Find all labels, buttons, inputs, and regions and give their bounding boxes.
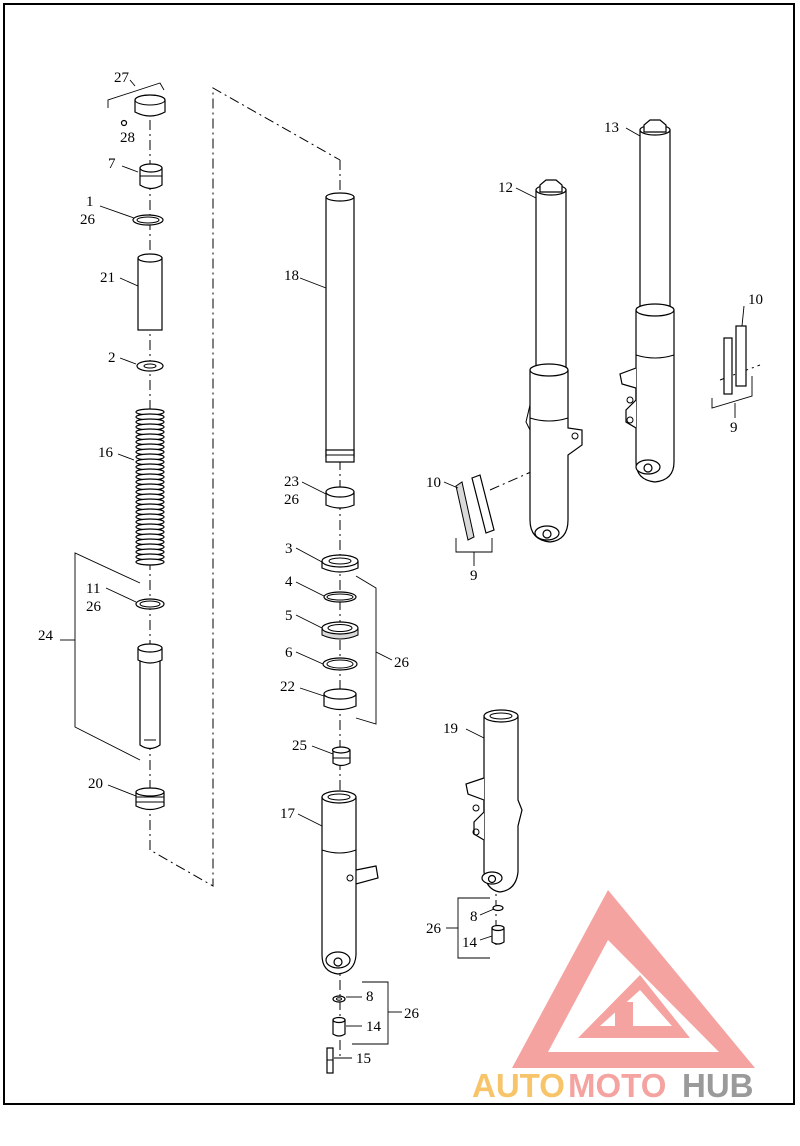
label-2: 2	[108, 350, 116, 366]
part-22-bushing	[323, 688, 357, 711]
part-23-bushing	[325, 486, 355, 509]
watermark-logo	[512, 890, 755, 1068]
label-10-a: 10	[426, 475, 441, 491]
label-27: 27	[114, 70, 130, 86]
label-19: 19	[443, 721, 458, 737]
part-21-spacer-tube	[137, 253, 163, 331]
label-16: 16	[98, 445, 114, 461]
label-3: 3	[285, 541, 293, 557]
label-5: 5	[285, 608, 293, 624]
part-16-fork-spring	[135, 408, 165, 566]
part-19-fork-slider	[465, 709, 523, 893]
label-23: 23	[284, 474, 299, 490]
label-11: 11	[86, 581, 100, 597]
label-24: 24	[38, 628, 54, 644]
part-27-fork-cap	[134, 94, 166, 117]
label-8-b: 8	[470, 909, 478, 925]
part-labels: 27 28 7 1 26 21 2 16 11 26 24 20 18 23 2…	[38, 70, 763, 1067]
label-7: 7	[108, 156, 116, 172]
label-28: 28	[120, 130, 135, 146]
part-13-fork-assembly-right	[619, 119, 675, 483]
label-10-b: 10	[748, 292, 763, 308]
part-14-bolt	[332, 1016, 346, 1037]
label-26-f: 26	[426, 921, 442, 937]
label-1: 1	[86, 194, 94, 210]
label-25: 25	[292, 738, 307, 754]
part-12-fork-assembly-left	[525, 179, 583, 543]
part-6-washer	[322, 657, 358, 671]
label-14-a: 14	[366, 1019, 382, 1035]
diagram-frame	[3, 3, 795, 1105]
label-26-a: 26	[80, 212, 96, 228]
spring-coil	[135, 558, 165, 566]
part-7-nut	[139, 163, 163, 190]
label-9-a: 9	[470, 568, 478, 584]
part-24-damper-rod	[137, 643, 163, 750]
part-3-dust-seal	[321, 554, 359, 573]
label-26-e: 26	[404, 1006, 420, 1022]
label-17: 17	[280, 806, 296, 822]
part-10-reflector-right	[723, 325, 747, 395]
part-2-washer	[136, 360, 164, 372]
label-6: 6	[285, 645, 293, 661]
label-20: 20	[88, 776, 103, 792]
label-12: 12	[498, 180, 513, 196]
part-20-rebound-spring	[135, 787, 165, 811]
leader-lines	[99, 79, 745, 1059]
part-1-retaining-ring	[132, 214, 164, 226]
label-26-d: 26	[394, 655, 410, 671]
label-22: 22	[280, 679, 295, 695]
part-4-retaining-ring	[323, 591, 357, 603]
watermark-text-auto: AUTO	[472, 1067, 565, 1104]
part-10-reflector-left	[455, 474, 495, 541]
label-4: 4	[285, 574, 293, 590]
part-15-screw	[326, 1047, 334, 1074]
watermark-text-moto: MOTO	[568, 1067, 666, 1104]
label-13: 13	[604, 120, 619, 136]
part-14-bolt-b	[491, 924, 505, 945]
label-14-b: 14	[462, 935, 478, 951]
label-26-b: 26	[86, 599, 102, 615]
part-17-fork-slider	[321, 790, 379, 975]
part-11-ring	[135, 598, 165, 610]
part-28-oring	[120, 119, 128, 127]
label-8-a: 8	[366, 989, 374, 1005]
label-26-c: 26	[284, 492, 300, 508]
part-8-washer	[332, 995, 346, 1003]
watermark-text-hub: HUB	[682, 1067, 754, 1104]
part-8-washer-b	[492, 904, 504, 912]
part-25-oil-lock-piece	[331, 746, 351, 767]
part-18-fork-tube	[325, 192, 355, 463]
label-9-b: 9	[730, 420, 738, 436]
label-15: 15	[356, 1051, 371, 1067]
label-18: 18	[284, 268, 299, 284]
label-21: 21	[100, 270, 115, 286]
part-5-oil-seal	[321, 621, 359, 640]
